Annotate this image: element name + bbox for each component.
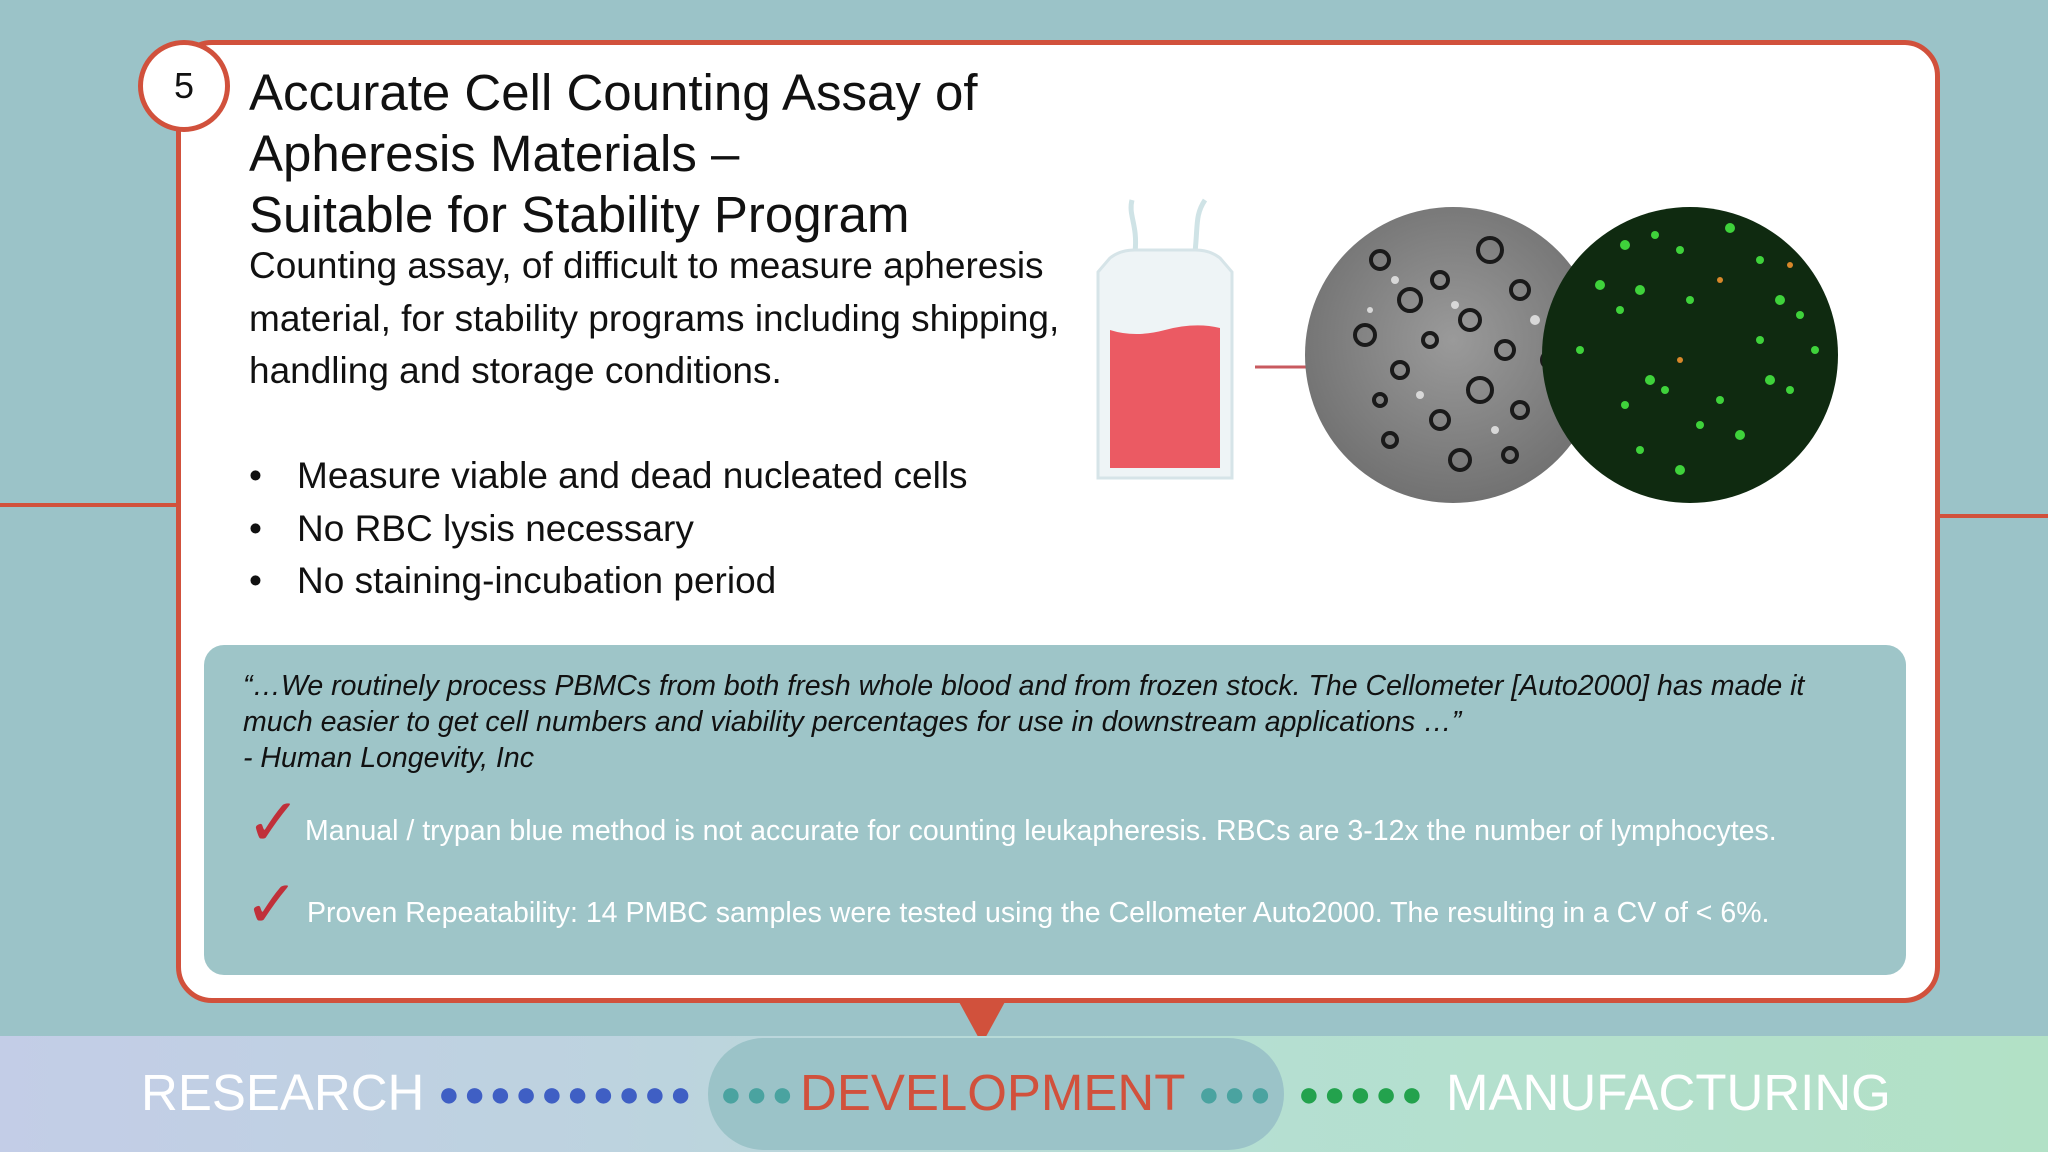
checkmark-icon: ✓ — [244, 866, 300, 943]
brightfield-cell-image — [1305, 207, 1601, 503]
bullet-icon: • — [249, 507, 262, 549]
left-connector-line — [0, 503, 178, 507]
testimonial-attribution: - Human Longevity, Inc — [243, 742, 534, 774]
testimonial-panel — [204, 645, 1906, 975]
list-item-text: Measure viable and dead nucleated cells — [297, 455, 968, 496]
blood-bag-icon — [1096, 198, 1234, 480]
slide-title: Accurate Cell Counting Assay of Apheresi… — [249, 64, 978, 243]
testimonial-quote: “…We routinely process PBMCs from both f… — [243, 670, 1805, 738]
sample-illustration — [1096, 198, 1838, 503]
active-stage-highlight — [708, 1038, 1284, 1150]
list-item: • Measure viable and dead nucleated cells — [249, 450, 968, 503]
development-dots-right: ●●● — [1198, 1073, 1276, 1114]
right-connector-line — [1938, 514, 2048, 518]
list-item: • No staining-incubation period — [249, 555, 968, 608]
list-item: • No RBC lysis necessary — [249, 503, 968, 556]
stage-manufacturing: MANUFACTURING — [1446, 1064, 1891, 1121]
step-number: 5 — [173, 65, 195, 106]
checkpoint-text: Proven Repeatability: 14 PMBC samples we… — [307, 897, 1770, 929]
checkpoint-text: Manual / trypan blue method is not accur… — [305, 815, 1777, 847]
list-item-text: No RBC lysis necessary — [297, 507, 694, 549]
list-item-text: No staining-incubation period — [297, 560, 777, 601]
feature-list: • Measure viable and dead nucleated cells… — [249, 450, 968, 608]
manufacturing-dots: ●●●●● — [1298, 1073, 1427, 1114]
slide-description: Counting assay, of difficult to measure … — [249, 245, 1060, 391]
development-dots-left: ●●● — [720, 1073, 798, 1114]
bullet-icon: • — [249, 455, 262, 496]
checkmark-icon: ✓ — [246, 784, 302, 861]
step-number-badge: 5 — [138, 40, 230, 132]
stage-research: RESEARCH — [141, 1064, 425, 1121]
stage-development: DEVELOPMENT — [800, 1064, 1186, 1121]
research-dots: ●●●●●●●●●● — [438, 1073, 696, 1114]
fluorescent-cell-image — [1542, 207, 1838, 503]
bullet-icon: • — [249, 560, 262, 601]
